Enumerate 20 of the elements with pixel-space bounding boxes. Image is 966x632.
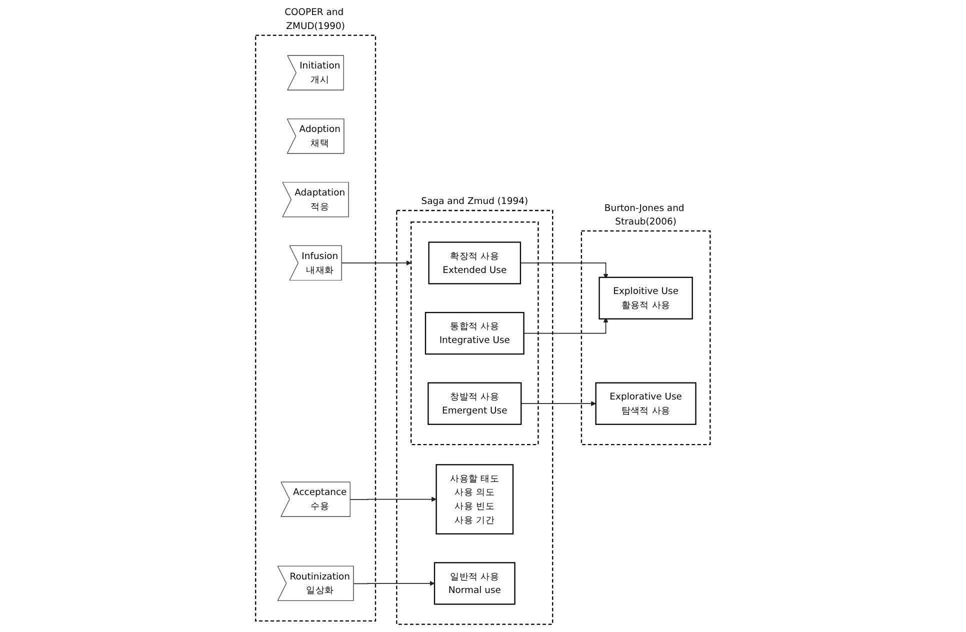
cluster	[255, 34, 376, 622]
node-box: 확장적 사용 Extended Use	[428, 242, 522, 284]
cluster	[396, 210, 554, 625]
node-label: Saga and Zmud (1994)	[421, 196, 528, 206]
node-box: 창발적 사용 Emergent Use	[428, 382, 522, 425]
arrow	[341, 260, 412, 266]
cluster	[580, 230, 711, 446]
node-box: Exploitive Use 활용적 사용	[598, 276, 693, 320]
node-box: Explorative Use 탐색적 사용	[595, 382, 696, 425]
arrow	[520, 401, 596, 406]
arrow	[523, 317, 608, 334]
arrow	[520, 262, 608, 279]
cluster	[410, 221, 539, 446]
node-label: Burton-Jones and Straub(2006)	[604, 202, 684, 227]
node-label: COOPER and ZMUD(1990)	[284, 6, 346, 32]
node-box: 사용할 태도 사용 의도 사용 빈도 사용 기간	[436, 464, 514, 534]
arrow	[353, 580, 435, 586]
node-box: 통합적 사용 Integrative Use	[425, 312, 524, 355]
node-box: 일반적 사용 Normal use	[434, 562, 516, 605]
arrow	[350, 496, 437, 502]
